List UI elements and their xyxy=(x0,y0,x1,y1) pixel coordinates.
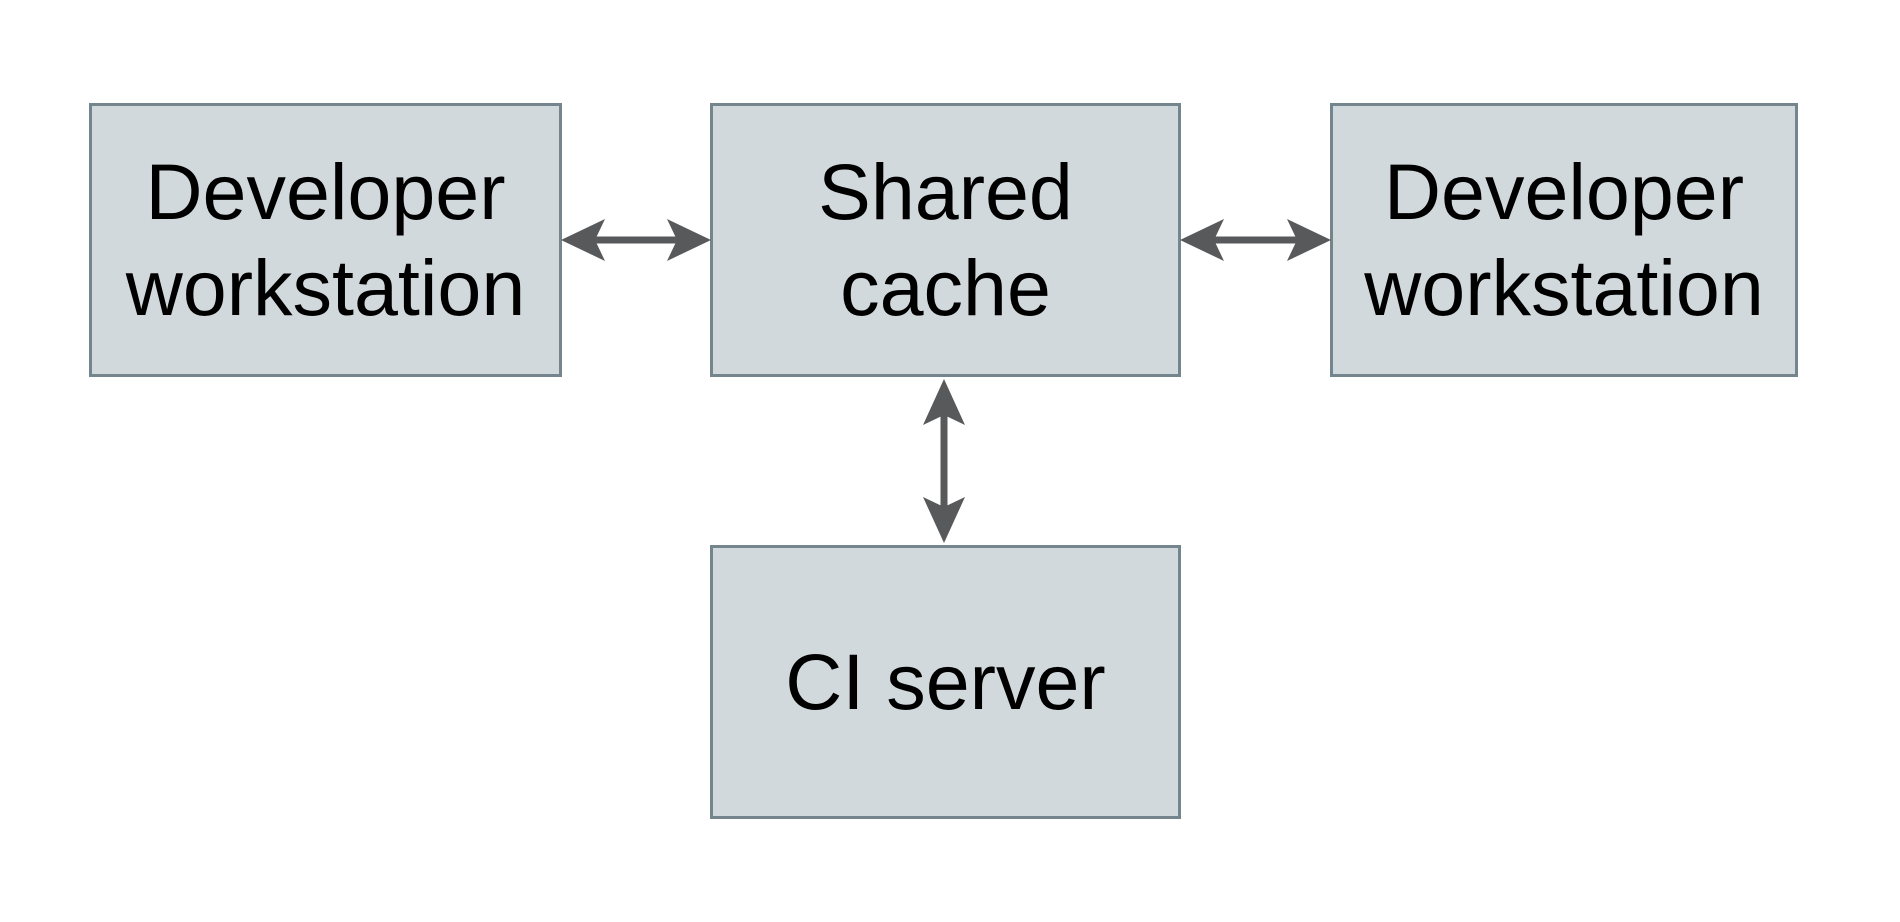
node-developer-workstation-left-label: Developer workstation xyxy=(125,146,526,332)
node-shared-cache-label: Shared cache xyxy=(818,146,1073,332)
node-ci-server-label: CI server xyxy=(785,636,1106,726)
bidirectional-arrow-cache-ci-server-icon xyxy=(923,379,965,543)
node-ci-server: CI server xyxy=(710,545,1181,819)
node-shared-cache: Shared cache xyxy=(710,103,1181,377)
node-developer-workstation-right-label: Developer workstation xyxy=(1364,146,1764,332)
node-developer-workstation-left: Developer workstation xyxy=(89,103,562,377)
node-developer-workstation-right: Developer workstation xyxy=(1330,103,1798,377)
bidirectional-arrow-cache-right-workstation-icon xyxy=(1180,219,1331,261)
bidirectional-arrow-left-workstation-cache-icon xyxy=(561,219,711,261)
